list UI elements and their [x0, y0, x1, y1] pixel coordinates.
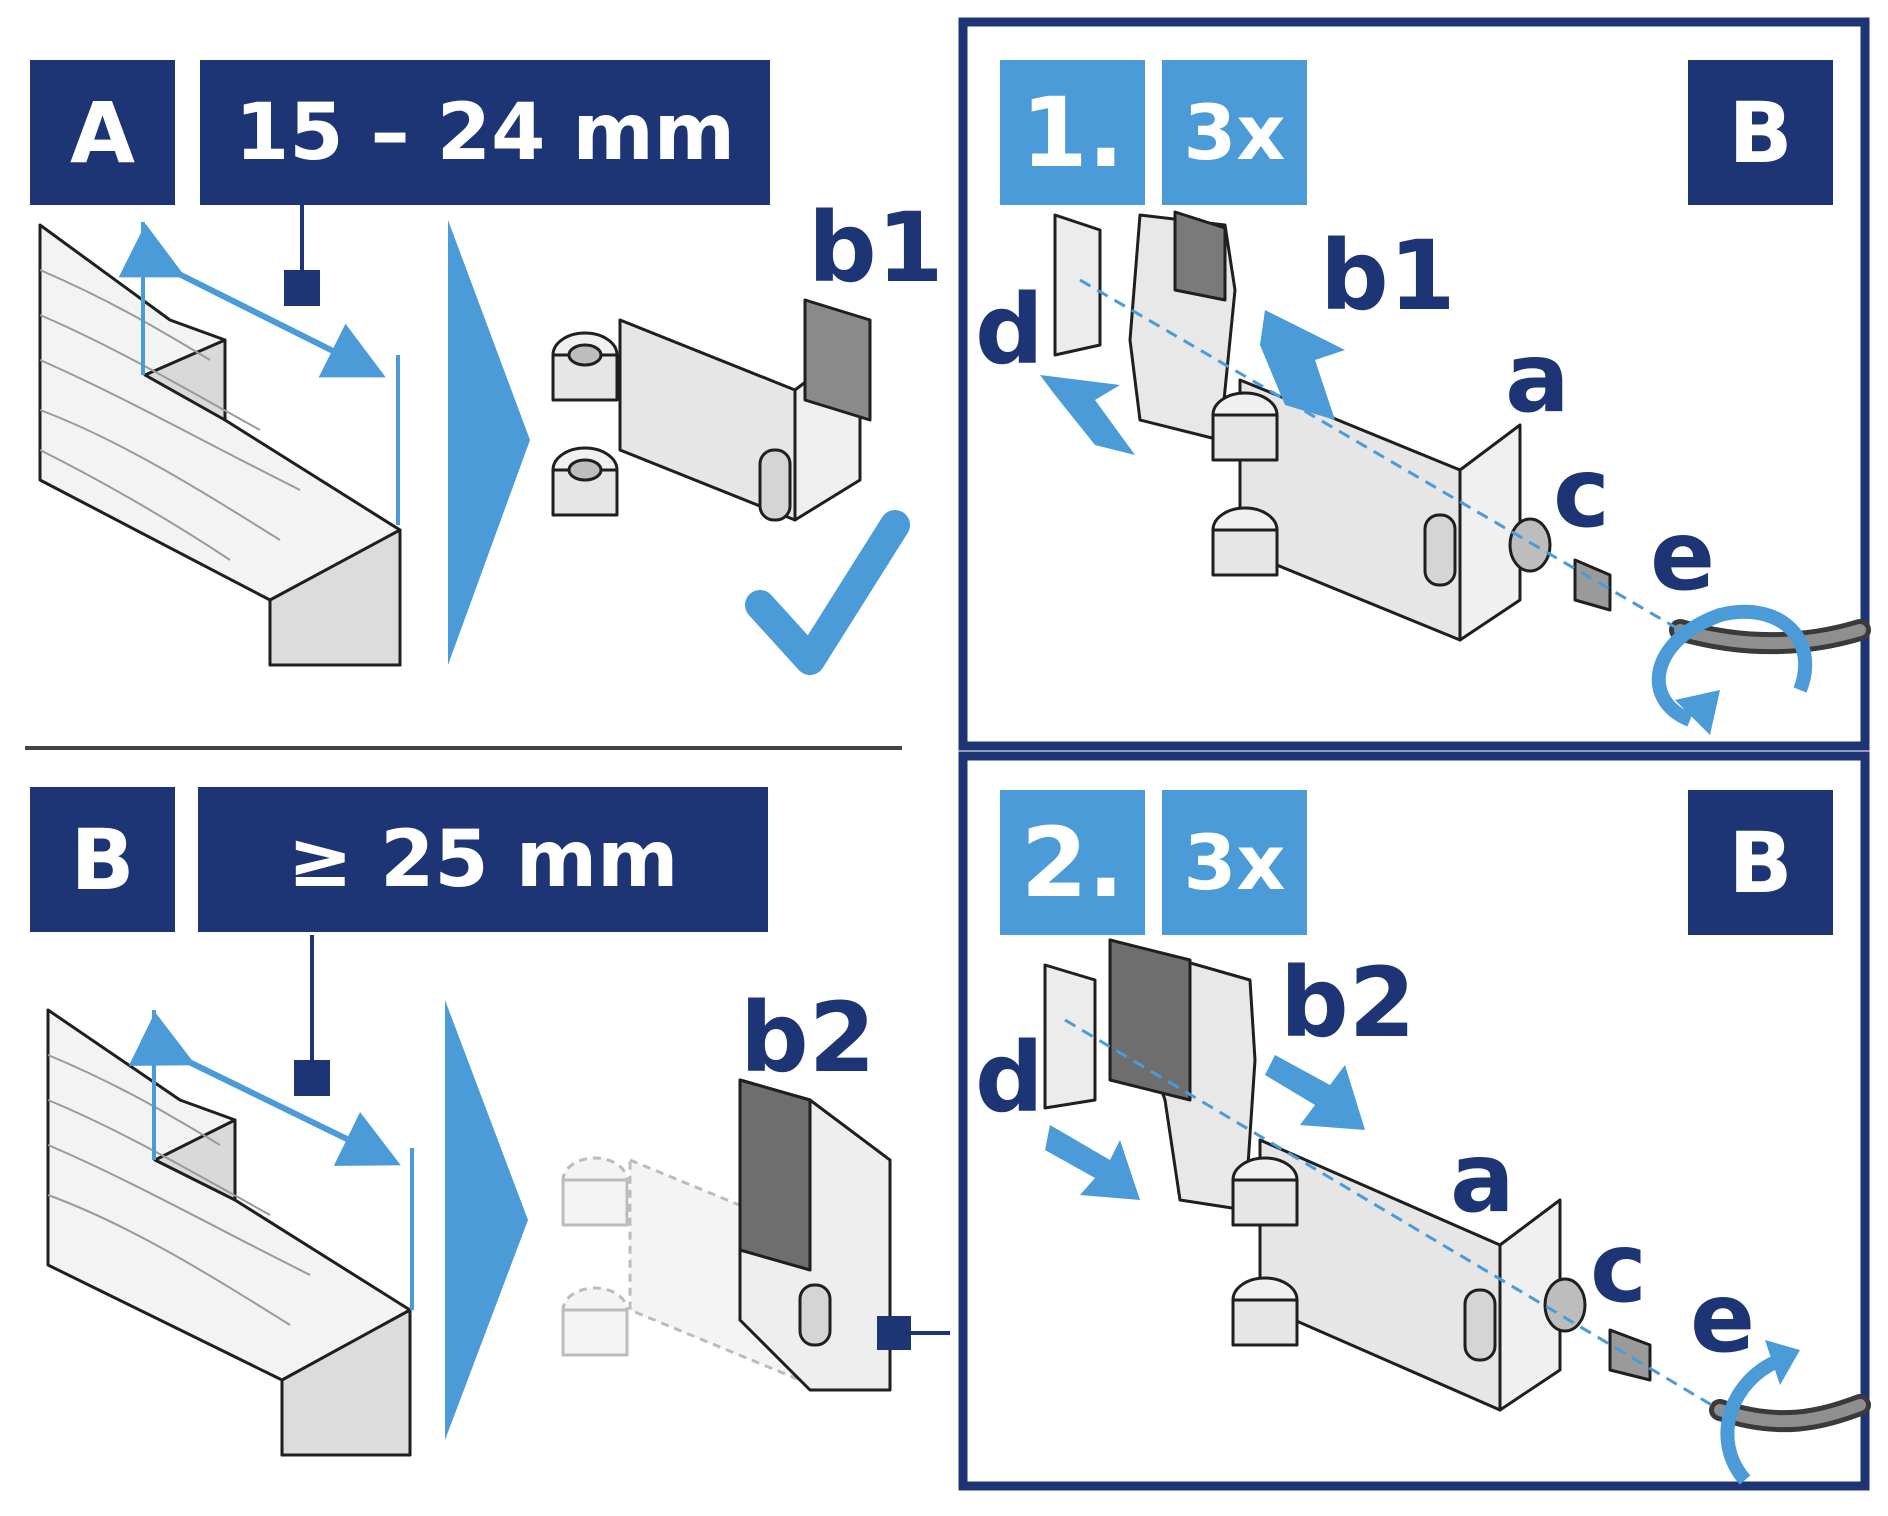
step1-label-b1: b1 — [1320, 220, 1456, 332]
step2-option-badge: B — [1688, 790, 1833, 935]
step2-axis-line — [1064, 1018, 1721, 1412]
washer-c — [1508, 517, 1552, 573]
step2-label-d: d — [975, 1022, 1044, 1134]
leader-a-marker — [284, 270, 320, 306]
chevron-arrow-b — [445, 1000, 528, 1440]
checkmark-icon — [745, 510, 910, 675]
step2-arrow-b2 — [1265, 1055, 1365, 1130]
step2-assembly — [1043, 938, 1871, 1433]
option-b-badge: B — [30, 787, 175, 932]
step1-arrow-d — [1040, 375, 1135, 455]
washer-c-2 — [1543, 1277, 1587, 1333]
step1-number: 1. — [1000, 60, 1145, 205]
step2-label-b2: b2 — [1280, 947, 1416, 1059]
step1-axis-line — [1079, 278, 1681, 632]
dim-arrow-a — [118, 223, 386, 378]
step1-quantity: 3x — [1162, 60, 1307, 205]
option-a-measure: 15 – 24 mm — [200, 60, 770, 205]
option-b-measure: ≥ 25 mm — [198, 787, 768, 932]
leader-b2-marker — [877, 1316, 911, 1350]
step2-label-a: a — [1450, 1122, 1515, 1234]
hinge-b2-illustration — [561, 1078, 892, 1392]
step2-arrow-d — [1045, 1125, 1140, 1200]
leader-b-marker — [294, 1060, 330, 1096]
part-label-b2-left: b2 — [740, 982, 876, 1094]
step1-frame — [958, 17, 1870, 751]
step2-rotate-icon — [1720, 1353, 1783, 1485]
option-a-badge: A — [30, 60, 175, 205]
step2-frame — [958, 751, 1870, 1491]
step1-label-d: d — [975, 274, 1044, 386]
step2-quantity: 3x — [1162, 790, 1307, 935]
step1-label-c: c — [1553, 437, 1610, 549]
hinge-b1-illustration — [551, 298, 872, 522]
step1-arrow-b1 — [1260, 310, 1345, 420]
wood-profile-a — [38, 223, 402, 667]
step2-label-c: c — [1590, 1212, 1647, 1324]
screw-e-2 — [1608, 1328, 1652, 1382]
step1-rotate-icon — [1651, 604, 1813, 727]
wood-profile-b — [46, 1008, 412, 1457]
step1-label-e: e — [1650, 500, 1716, 612]
plate-d — [1053, 213, 1102, 357]
plate-d-2 — [1043, 963, 1097, 1110]
step2-number: 2. — [1000, 790, 1145, 935]
step1-assembly — [1053, 210, 1871, 655]
chevron-arrow-a — [448, 220, 530, 665]
dim-arrow-b — [128, 1011, 401, 1166]
part-label-b1-left: b1 — [808, 192, 944, 304]
step1-label-a: a — [1505, 322, 1570, 434]
step1-option-badge: B — [1688, 60, 1833, 205]
step2-label-e: e — [1690, 1262, 1756, 1374]
